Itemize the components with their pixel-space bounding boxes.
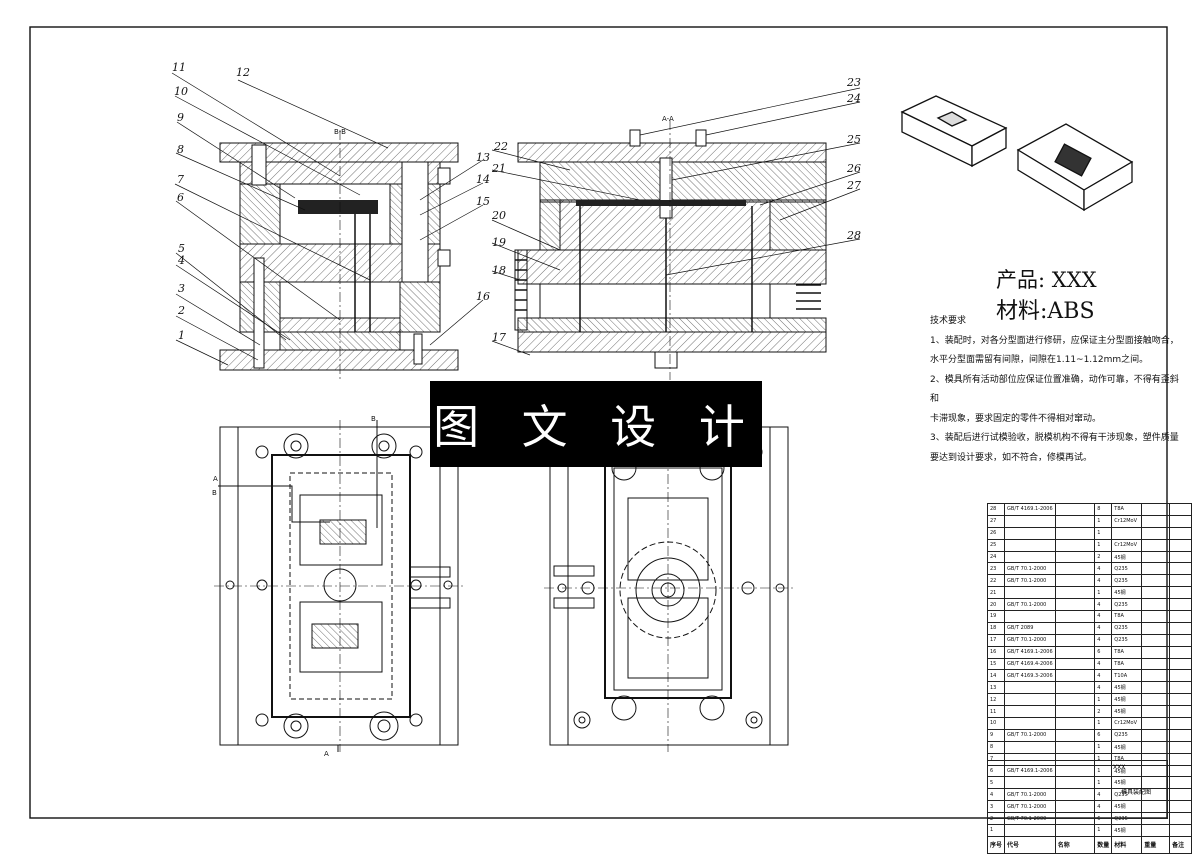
cut-label-a-bottom: A	[324, 750, 329, 758]
svg-text:6: 6	[177, 191, 184, 204]
sheet-border	[29, 26, 1168, 819]
section-view-b-b: B-B	[219, 128, 459, 380]
svg-text:24: 24	[846, 92, 861, 105]
tech-title: 技术要求	[930, 316, 967, 326]
bom-header: 序号代号名称 数量材料重量备注	[986, 835, 1192, 854]
plan-view-fixed-half	[544, 420, 794, 752]
tech-line: 水平分型面需留有间隙，间隙在1.11~1.12mm之间。	[930, 355, 1149, 365]
watermark-banner: 图 文 设 计	[430, 381, 762, 467]
cut-label-b: B	[212, 489, 217, 497]
svg-text:25: 25	[846, 133, 861, 146]
svg-text:15: 15	[476, 195, 490, 208]
plan-view-moving-half	[214, 420, 466, 752]
svg-text:19: 19	[492, 236, 506, 249]
title-block	[987, 760, 1168, 819]
svg-text:12: 12	[236, 66, 250, 79]
part-numbers-right: 23 24 22 25 21 26 27 20 19 28 18 17	[491, 76, 861, 344]
tech-line: 2、模具所有活动部位应保证位置准确，动作可靠，不得有歪斜和	[930, 374, 1179, 405]
svg-text:20: 20	[491, 209, 506, 222]
svg-text:8: 8	[177, 143, 184, 156]
section-label-a-a: A-A	[662, 115, 674, 123]
svg-text:11: 11	[172, 61, 186, 74]
svg-text:2: 2	[177, 304, 185, 317]
svg-text:14: 14	[476, 173, 490, 186]
svg-text:13: 13	[476, 151, 490, 164]
svg-text:21: 21	[491, 162, 506, 175]
tech-line: 1、装配时，对各分型面进行修研，应保证主分型面接触吻合，	[930, 335, 1179, 346]
product-isometric-top	[900, 95, 1008, 168]
title-block-drawing-name: 模具装配图	[1121, 789, 1152, 796]
title-block-name: XXX	[1113, 764, 1126, 771]
product-isometric-bottom	[1016, 123, 1134, 212]
svg-text:28: 28	[846, 229, 861, 242]
technical-requirements: 技术要求 1、装配时，对各分型面进行修研，应保证主分型面接触吻合， 水平分型面需…	[930, 312, 1180, 468]
tech-line: 3、装配后进行试模验收，脱模机构不得有干涉现象，塑件质量	[930, 433, 1179, 443]
svg-text:4: 4	[177, 254, 185, 267]
svg-text:18: 18	[492, 264, 506, 277]
svg-text:27: 27	[846, 179, 861, 192]
svg-text:17: 17	[492, 331, 506, 344]
cut-label-a: A	[213, 475, 218, 483]
section-label-b-b: B-B	[334, 128, 346, 136]
svg-text:7: 7	[177, 173, 184, 186]
svg-text:26: 26	[846, 162, 861, 175]
svg-text:10: 10	[174, 85, 188, 98]
section-view-a-a: A-A	[514, 115, 827, 380]
tech-line: 卡滞现象，要求固定的零件不得相对窜动。	[930, 413, 1102, 424]
part-numbers-left: 11 12 10 9 8 7 6 5 4 3 2 1 13 14 15 16	[172, 61, 490, 342]
svg-text:3: 3	[178, 282, 185, 295]
svg-text:16: 16	[476, 290, 490, 303]
svg-text:23: 23	[846, 76, 861, 89]
part-leaders-right	[491, 87, 861, 356]
material-label: 材料:ABS	[996, 299, 1095, 324]
cut-label-a-top: B	[371, 415, 376, 423]
svg-text:22: 22	[493, 140, 508, 153]
part-leaders-left	[171, 72, 484, 366]
svg-text:9: 9	[177, 111, 184, 124]
product-label: 产品: XXX	[996, 268, 1097, 292]
svg-text:1: 1	[178, 329, 185, 342]
tech-line: 要达到设计要求，如不符合，修模再试。	[930, 452, 1093, 463]
svg-text:5: 5	[178, 242, 185, 255]
